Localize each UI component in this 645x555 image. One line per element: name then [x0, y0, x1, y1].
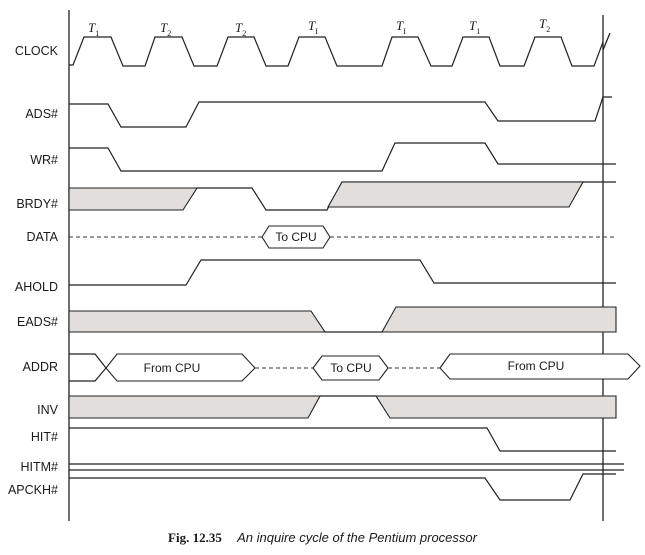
- clock-state-4: TI: [308, 18, 318, 36]
- signal-label-hitm: HITM#: [21, 460, 59, 474]
- signal-label-brdy: BRDY#: [16, 197, 58, 211]
- clock-state-2: T2: [160, 20, 171, 38]
- data-to-cpu-label: To CPU: [275, 230, 316, 244]
- inv-shaded-region-2: [374, 395, 617, 419]
- signal-label-inv: INV: [37, 403, 59, 417]
- signal-labels: CLOCK ADS# WR# BRDY# DATA AHOLD EADS# AD…: [8, 44, 59, 497]
- inv-shaded-region-1: [68, 395, 321, 419]
- figure-caption: Fig. 12.35 An inquire cycle of the Penti…: [0, 530, 645, 546]
- data-bus: To CPU: [69, 225, 616, 249]
- addr-to-cpu-label: To CPU: [330, 361, 371, 375]
- signal-label-data: DATA: [27, 230, 59, 244]
- brdy-shaded-region-2: [327, 181, 584, 208]
- ahold-waveform: [69, 259, 616, 286]
- brdy-waveform: [68, 181, 616, 211]
- eads-shaded-region-2: [381, 306, 617, 333]
- right-boundary-tick: [602, 32, 611, 51]
- addr-from-cpu-label-2: From CPU: [508, 359, 565, 373]
- apckh-waveform: [69, 473, 616, 501]
- signal-label-wr: WR#: [30, 153, 58, 167]
- figure-number: Fig. 12.35: [168, 530, 222, 545]
- hitm-waveform: [69, 463, 624, 471]
- addr-bus: From CPU To CPU From CPU: [69, 353, 641, 382]
- signal-label-apckh: APCKH#: [8, 483, 58, 497]
- addr-from-cpu-box-2: [439, 353, 641, 380]
- clock-state-labels: T1 T2 T2 TI TI T1 T2: [88, 16, 550, 38]
- brdy-shaded-region-1: [68, 187, 199, 211]
- clock-state-1: T1: [88, 20, 99, 38]
- clock-state-7: T2: [539, 16, 550, 34]
- hit-waveform: [69, 427, 616, 452]
- wr-waveform: [69, 142, 616, 172]
- eads-shaded-region-1: [68, 310, 327, 333]
- clock-waveform: [69, 36, 604, 67]
- signal-label-ads: ADS#: [25, 107, 58, 121]
- signal-label-addr: ADDR: [23, 360, 58, 374]
- clock-state-6: T1: [469, 18, 480, 36]
- inv-waveform: [68, 395, 617, 419]
- addr-from-cpu-label-1: From CPU: [144, 361, 201, 375]
- data-to-cpu-box: [261, 225, 331, 249]
- clock-state-5: TI: [396, 18, 406, 36]
- ads-waveform: [69, 96, 612, 128]
- signal-label-clock: CLOCK: [15, 44, 59, 58]
- figure-caption-text: An inquire cycle of the Pentium processo…: [237, 530, 477, 545]
- signal-label-eads: EADS#: [17, 315, 58, 329]
- clock-state-3: T2: [235, 20, 246, 38]
- signal-label-hit: HIT#: [31, 430, 58, 444]
- signal-label-ahold: AHOLD: [15, 280, 58, 294]
- eads-waveform: [68, 306, 617, 333]
